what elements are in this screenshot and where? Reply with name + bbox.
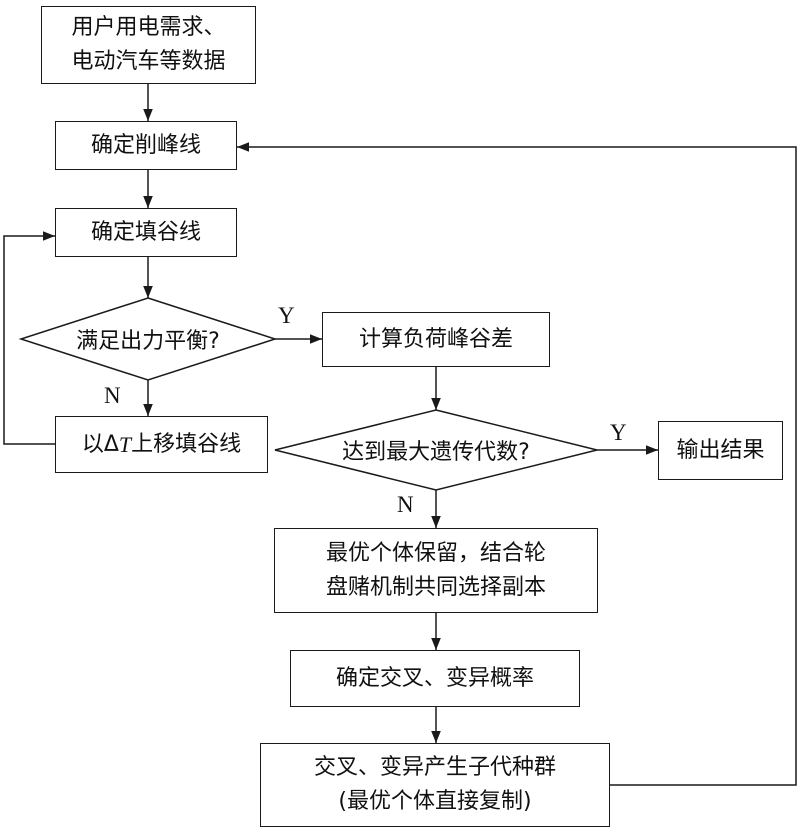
maxgen-check-label: 达到最大遗传代数? — [342, 440, 530, 465]
valley-line-box: 确定填谷线 — [55, 208, 237, 257]
maxgen-diamond — [274, 409, 598, 491]
shift-valley-var: T — [118, 431, 132, 457]
balance-check-label: 满足出力平衡? — [76, 329, 220, 354]
shift-valley-prefix: 以Δ — [81, 431, 119, 457]
output-box: 输出结果 — [658, 421, 783, 480]
maxgen-no-label: N — [397, 492, 414, 517]
balance-diamond — [18, 297, 278, 381]
peak-line-box: 确定削峰线 — [55, 121, 237, 170]
selection-box: 最优个体保留，结合轮 盘赌机制共同选择副本 — [274, 528, 598, 613]
shift-valley-suffix: 上移填谷线 — [131, 431, 242, 457]
crossover-prob-box: 确定交叉、变异概率 — [290, 650, 580, 707]
balance-yes-label: Y — [278, 303, 295, 328]
input-data-box: 用户用电需求、 电动汽车等数据 — [41, 6, 256, 84]
arrow-shift-loop — [3, 231, 55, 445]
arrow-offspring-loop — [237, 142, 797, 786]
peak-valley-diff-box: 计算负荷峰谷差 — [322, 312, 550, 367]
maxgen-yes-label: Y — [610, 420, 627, 445]
balance-no-label: N — [104, 383, 121, 408]
offspring-box: 交叉、变异产生子代种群 (最优个体直接复制) — [260, 743, 610, 827]
